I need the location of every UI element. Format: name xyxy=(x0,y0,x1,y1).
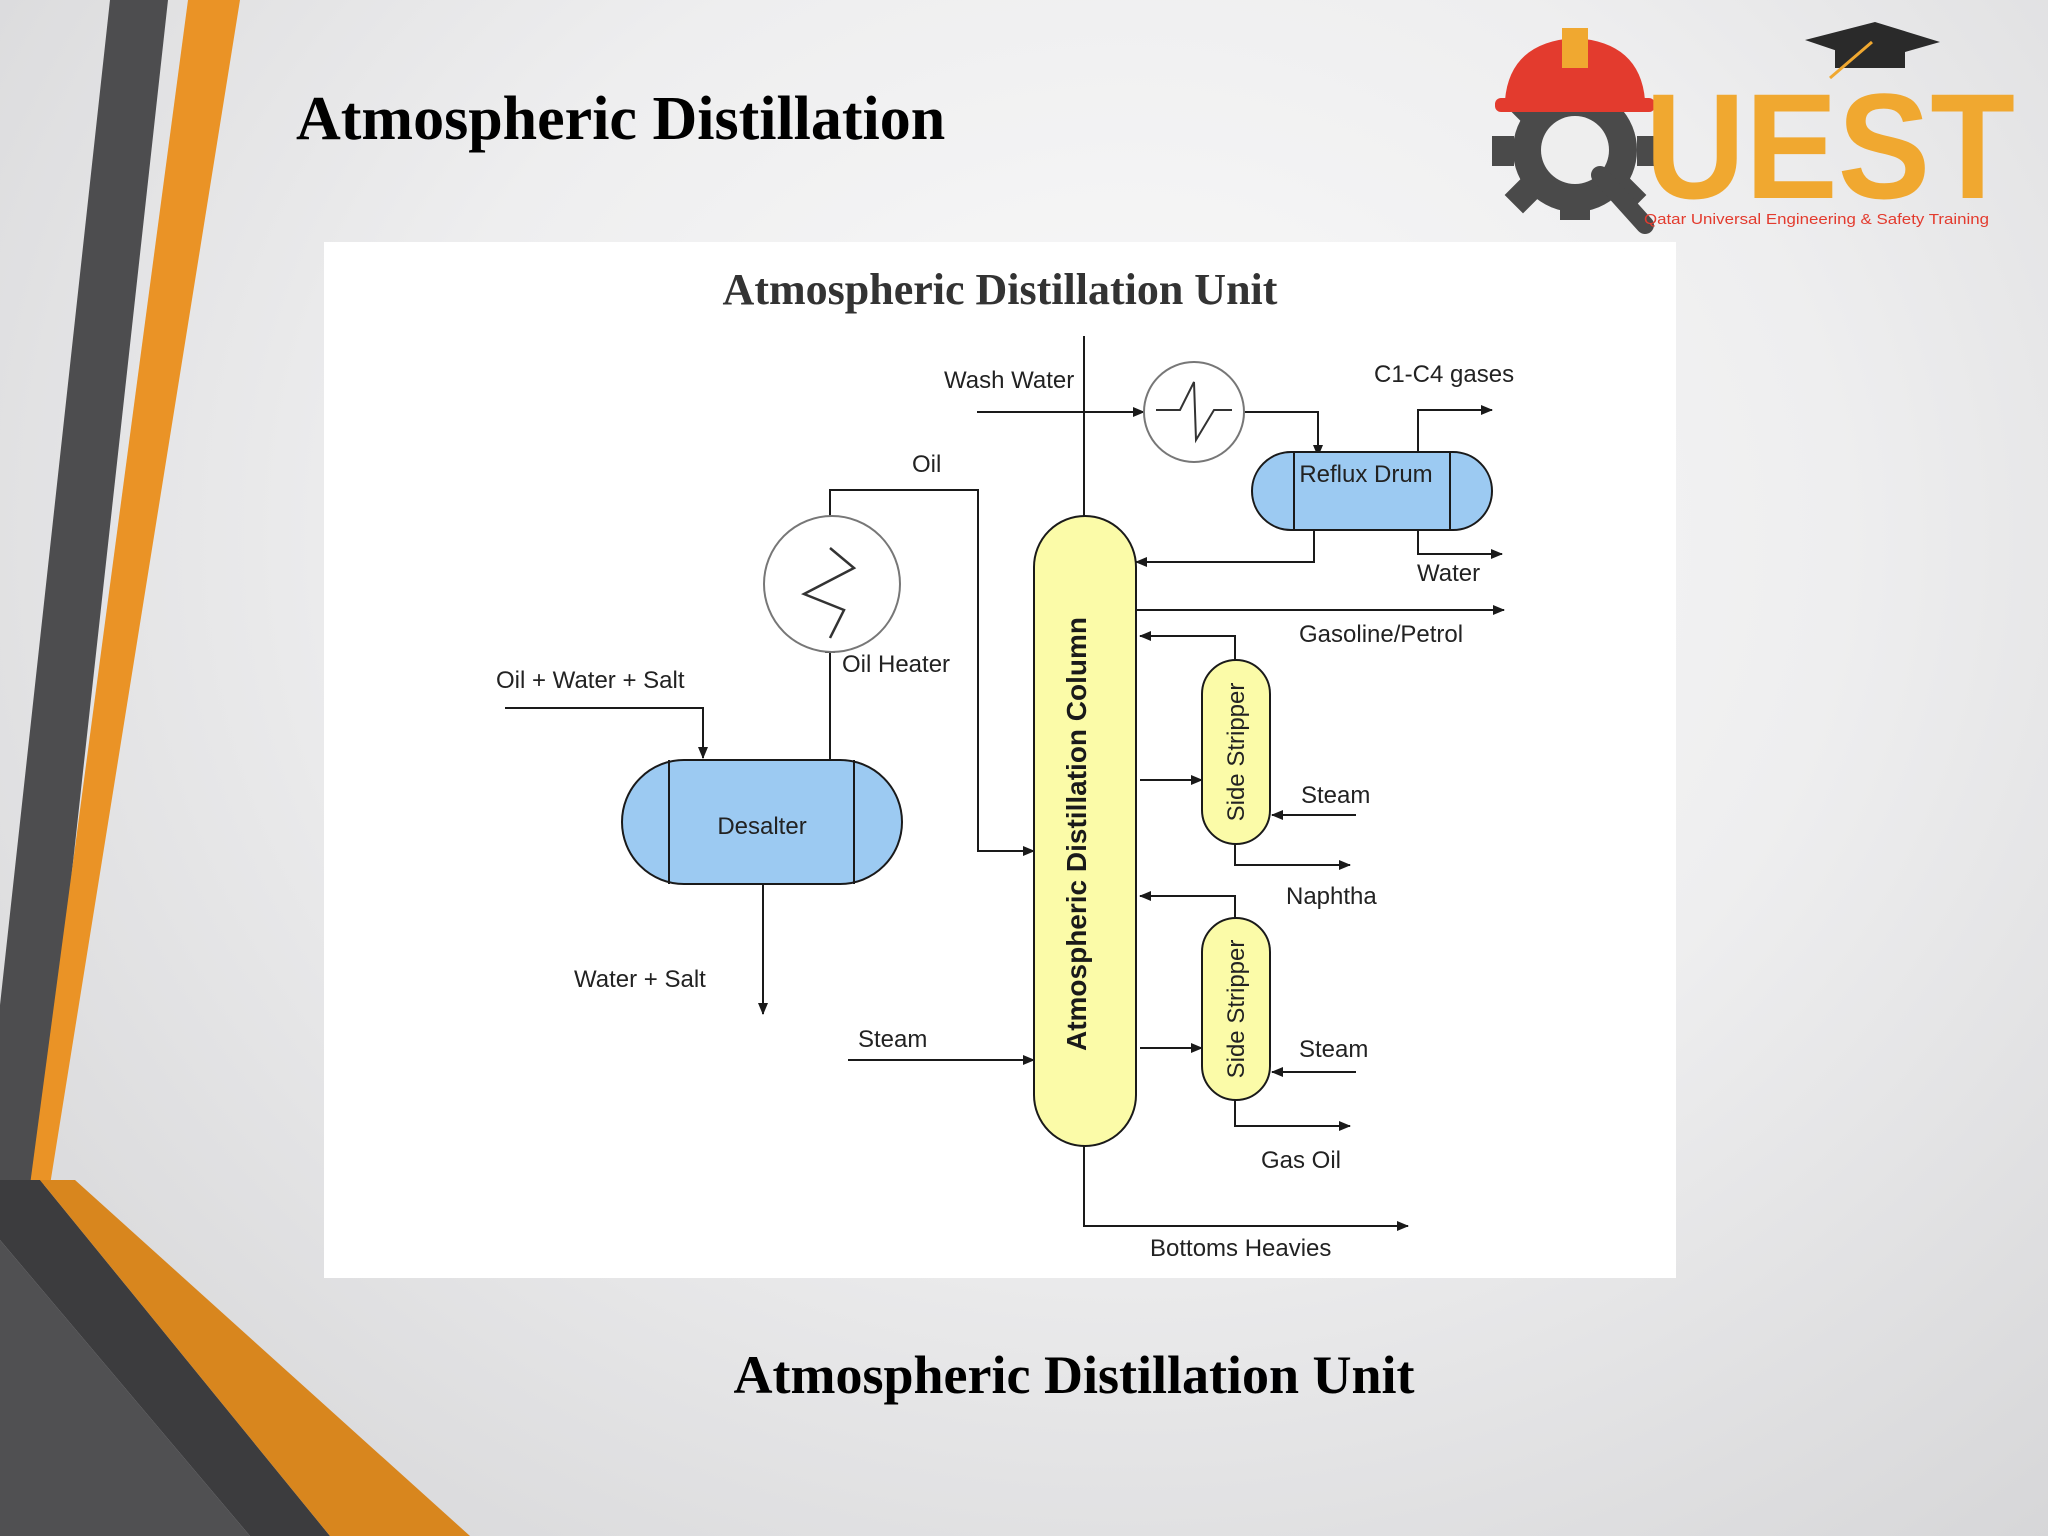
graduation-cap-icon xyxy=(1805,22,1940,80)
naphtha-line xyxy=(1234,843,1351,870)
ss1-vapor-return xyxy=(1139,631,1236,662)
reflux-drum-vessel xyxy=(1251,451,1493,531)
heater-outlet-line xyxy=(829,489,1035,856)
diagram-panel: Atmospheric Distillation Unit xyxy=(324,242,1676,1278)
orange-corner-band xyxy=(40,1180,470,1536)
desalter-vessel xyxy=(621,759,903,885)
gas-oil-line xyxy=(1234,1098,1351,1131)
logo-tagline: Qatar Universal Engineering & Safety Tra… xyxy=(1644,211,1989,228)
reflux-drum-label: Reflux Drum xyxy=(1299,461,1432,488)
water-label: Water xyxy=(1417,560,1480,587)
reflux-line xyxy=(1135,527,1315,567)
quest-logo: UEST Qatar Universal Engineering & Safet… xyxy=(1492,22,2015,234)
side-stripper-1-label: Side Stripper xyxy=(1223,683,1250,822)
diagram-title: Atmospheric Distillation Unit xyxy=(723,265,1278,314)
steam-2-label: Steam xyxy=(1299,1036,1368,1063)
wash-water-label: Wash Water xyxy=(944,367,1074,394)
side-stripper-2-label: Side Stripper xyxy=(1223,940,1250,1079)
desalter-label: Desalter xyxy=(717,813,806,840)
slide-title: Atmospheric Distillation xyxy=(296,85,946,153)
column-label: Atmospheric Distillation Column xyxy=(1061,617,1092,1051)
oil-label: Oil xyxy=(912,451,941,478)
bottoms-label: Bottoms Heavies xyxy=(1150,1235,1331,1262)
flow-lines xyxy=(505,336,1505,1231)
slide-caption: Atmospheric Distillation Unit xyxy=(733,1345,1415,1405)
process-flow-diagram: Atmospheric Distillation Unit xyxy=(496,265,1514,1262)
orange-stripe xyxy=(30,0,240,1185)
distillation-column xyxy=(1033,515,1137,1147)
water-salt-label: Water + Salt xyxy=(574,966,706,993)
gas-line xyxy=(1417,405,1493,456)
gasoline-label: Gasoline/Petrol xyxy=(1299,621,1463,648)
feed-line xyxy=(505,707,708,759)
steam-1-label: Steam xyxy=(1301,782,1370,809)
ss2-vapor-return xyxy=(1139,891,1236,920)
overhead-condenser xyxy=(1143,361,1245,463)
hard-hat-icon xyxy=(1495,28,1655,112)
bottoms-line xyxy=(1083,1144,1409,1231)
gas-oil-label: Gas Oil xyxy=(1261,1147,1341,1174)
water-line xyxy=(1417,527,1503,559)
oil-heater-label: Oil Heater xyxy=(842,651,950,678)
gray-stripe xyxy=(0,0,168,1180)
c1-c4-label: C1-C4 gases xyxy=(1374,361,1514,388)
logo-wordmark: UEST xyxy=(1645,62,2015,230)
oil-heater xyxy=(763,515,901,653)
naphtha-label: Naphtha xyxy=(1286,883,1377,910)
condenser-to-drum-line xyxy=(1244,411,1323,457)
dark-corner-band xyxy=(0,1180,330,1536)
column-steam-label: Steam xyxy=(858,1026,927,1053)
dark-corner-fill xyxy=(0,1240,250,1536)
side-stripper-2 xyxy=(1201,917,1271,1101)
feed-label: Oil + Water + Salt xyxy=(496,667,685,694)
side-stripper-1 xyxy=(1201,659,1271,845)
